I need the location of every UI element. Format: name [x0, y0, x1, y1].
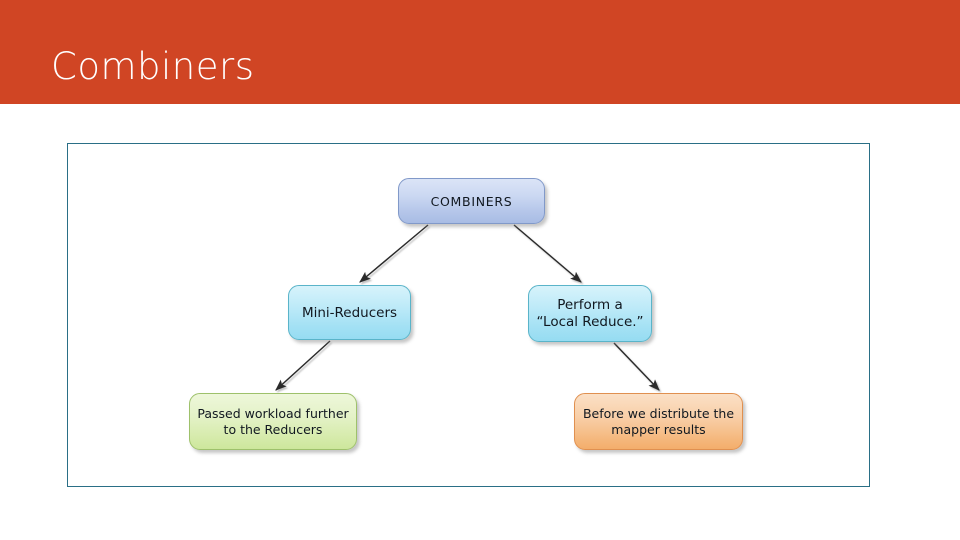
- diagram-node-passed-workload-label: Passed workload further to the Reducers: [197, 405, 349, 437]
- diagram-node-mini-reducers-label: Mini-Reducers: [301, 304, 398, 321]
- edge-combiners-to-mini-reducers: [359, 224, 429, 283]
- diagram-node-mini-reducers[interactable]: Mini-Reducers: [288, 285, 411, 340]
- diagram-node-combiners-label: COMBINERS: [430, 193, 513, 209]
- diagram-node-local-reduce[interactable]: Perform a “Local Reduce.”: [528, 285, 652, 342]
- edge-mini-reducers-to-passed-workload: [275, 340, 331, 391]
- diagram-node-before-distribute-label: Before we distribute the mapper results: [582, 405, 735, 437]
- edge-combiners-to-local-reduce: [513, 224, 582, 283]
- page-title: Combiners: [51, 45, 255, 88]
- slide-header-band: Combiners: [0, 0, 960, 104]
- diagram-node-combiners[interactable]: COMBINERS: [398, 178, 545, 224]
- diagram-node-before-distribute[interactable]: Before we distribute the mapper results: [574, 393, 743, 450]
- diagram-canvas: COMBINERS Mini-Reducers Perform a “Local…: [68, 144, 869, 486]
- edge-local-reduce-to-before-distribute: [613, 342, 660, 391]
- diagram-node-passed-workload[interactable]: Passed workload further to the Reducers: [189, 393, 357, 450]
- diagram-frame: COMBINERS Mini-Reducers Perform a “Local…: [67, 143, 870, 487]
- diagram-node-local-reduce-label: Perform a “Local Reduce.”: [536, 296, 644, 330]
